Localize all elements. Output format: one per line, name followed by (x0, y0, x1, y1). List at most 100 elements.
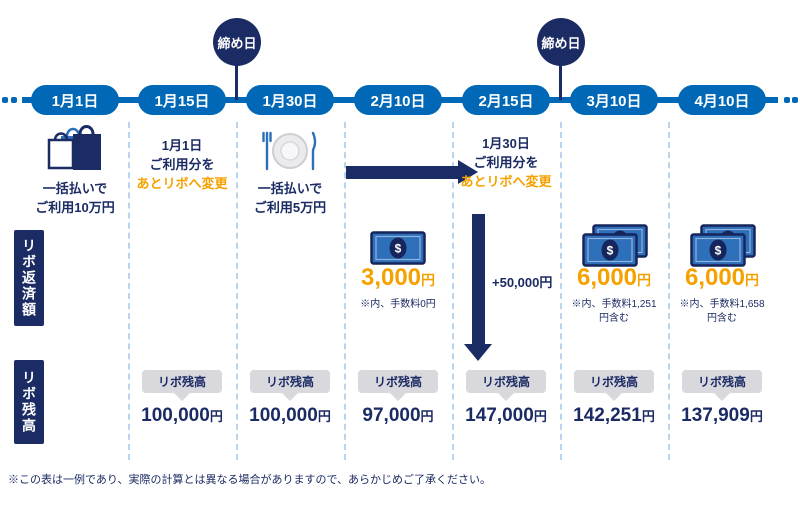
balance-amount-unit: 円 (533, 409, 547, 424)
balance-badge: リボ残高 (250, 370, 330, 393)
timeline-continues-left-dot (2, 97, 8, 103)
meal-plate-icon (262, 131, 317, 171)
repayment-amount-unit: 円 (745, 272, 760, 288)
date-label: 1月15日 (154, 92, 210, 110)
balance-amount-value: 100,000 (141, 405, 210, 426)
balance-badge-pointer-icon (174, 393, 190, 401)
balance-add-arrow-head-icon (464, 344, 492, 361)
balance-amount-value: 97,000 (362, 405, 421, 426)
repayment-amount: 6,000円 (667, 264, 777, 292)
balance-badge-pointer-icon (498, 393, 514, 401)
balance-amount: 147,000円 (452, 405, 560, 427)
timeline-date-pill: 1月30日 (246, 85, 334, 115)
purchase-2-line2: ご利用5万円 (253, 199, 327, 215)
balance-amount: 142,251円 (560, 405, 668, 427)
closing-date-label: 締め日 (541, 35, 581, 51)
repayment-amount-value: 3,000 (360, 264, 422, 291)
date-label: 2月15日 (478, 92, 534, 110)
balance-amount-unit: 円 (317, 409, 331, 424)
svg-text:$: $ (395, 242, 402, 256)
svg-text:$: $ (607, 244, 614, 258)
money-bill-icon: $ (370, 231, 426, 265)
date-label: 1月1日 (51, 92, 99, 110)
purchase-1-line2: ご利用10万円 (35, 199, 115, 215)
date-label: 2月10日 (370, 92, 426, 110)
money-bills-icon: $ $ (582, 224, 648, 267)
balance-add-arrow (472, 214, 485, 344)
revo-change-2-text: 1月30日 ご利用分を あとリボへ変更 (444, 135, 568, 192)
revo-change-1-line2: ご利用分を (149, 156, 215, 172)
row-label-balance: リボ残高 (14, 360, 44, 444)
timeline-date-pill: 3月10日 (570, 85, 658, 115)
balance-badge: リボ残高 (574, 370, 654, 393)
closing-date-label: 締め日 (217, 35, 257, 51)
revo-change-2-line2: ご利用分を (473, 154, 539, 170)
purchase-2-text: 一括払いで ご利用5万円 (235, 180, 345, 218)
repayment-note: ※内、手数料0円 (360, 299, 436, 310)
added-balance-label: +50,000円 (492, 275, 553, 290)
balance-amount-value: 147,000 (465, 405, 534, 426)
svg-text:$: $ (715, 244, 722, 258)
balance-badge: リボ残高 (682, 370, 762, 393)
balance-badge-pointer-icon (282, 393, 298, 401)
row-label-repayment: リボ返済額 (14, 230, 44, 326)
closing-date-badge: 締め日 (537, 18, 585, 66)
column-separator (236, 122, 238, 460)
revo-change-1-line1: 1月1日 (161, 138, 203, 153)
balance-badge-pointer-icon (390, 393, 406, 401)
repayment-amount: 3,000円 (343, 264, 453, 292)
money-bills-icon: $ $ (690, 224, 756, 267)
date-label: 3月10日 (586, 92, 642, 110)
date-label: 1月30日 (262, 92, 318, 110)
repayment-amount-value: 6,000 (576, 264, 638, 291)
timeline-continues-left-dot (11, 97, 17, 103)
balance-amount-unit: 円 (641, 409, 655, 424)
closing-date-badge: 締め日 (213, 18, 261, 66)
column-separator (668, 122, 670, 460)
balance-amount-value: 137,909 (681, 405, 750, 426)
balance-badge: リボ残高 (142, 370, 222, 393)
carryover-arrow-head-icon (458, 160, 478, 184)
balance-amount-unit: 円 (209, 409, 223, 424)
closing-date-connector (559, 60, 562, 100)
balance-badge-pointer-icon (714, 393, 730, 401)
revo-change-2-line1: 1月30日 (482, 136, 530, 151)
column-separator (452, 122, 454, 460)
repayment-amount-unit: 円 (421, 272, 436, 288)
balance-amount: 137,909円 (668, 405, 776, 427)
carryover-arrow (346, 166, 458, 179)
revo-change-1-highlight: あとリボへ変更 (136, 175, 228, 191)
balance-badge: リボ残高 (358, 370, 438, 393)
column-separator (128, 122, 130, 460)
balance-amount: 100,000円 (128, 405, 236, 427)
balance-amount: 97,000円 (344, 405, 452, 427)
purchase-2-line1: 一括払いで (257, 181, 323, 196)
purchase-1-text: 一括払いで ご利用10万円 (20, 180, 130, 218)
revo-change-2-highlight: あとリボへ変更 (460, 173, 552, 189)
repayment-note: ※内、手数料1,251円含む (571, 299, 657, 324)
timeline-date-pill: 1月1日 (31, 85, 119, 115)
timeline-date-pill: 2月10日 (354, 85, 442, 115)
balance-amount-unit: 円 (420, 409, 434, 424)
timeline-continues-right-dot (792, 97, 798, 103)
shopping-bags-icon (47, 125, 101, 170)
timeline-date-pill: 4月10日 (678, 85, 766, 115)
repayment-amount-value: 6,000 (684, 264, 746, 291)
balance-amount-unit: 円 (749, 409, 763, 424)
timeline-date-pill: 2月15日 (462, 85, 550, 115)
repayment-amount-unit: 円 (637, 272, 652, 288)
disclaimer-footnote: ※この表は一例であり、実際の計算とは異なる場合がありますので、あらかじめご了承く… (8, 474, 492, 486)
column-separator (560, 122, 562, 460)
balance-amount-value: 142,251 (573, 405, 642, 426)
closing-date-connector (235, 60, 238, 100)
purchase-1-line1: 一括払いで (42, 181, 108, 196)
repayment-amount: 6,000円 (559, 264, 669, 292)
timeline-date-pill: 1月15日 (138, 85, 226, 115)
revo-change-1-text: 1月1日 ご利用分を あとリボへ変更 (120, 137, 244, 194)
balance-badge: リボ残高 (466, 370, 546, 393)
column-separator (344, 122, 346, 460)
date-label: 4月10日 (694, 92, 750, 110)
balance-amount-value: 100,000 (249, 405, 318, 426)
timeline-continues-right-dot (784, 97, 790, 103)
